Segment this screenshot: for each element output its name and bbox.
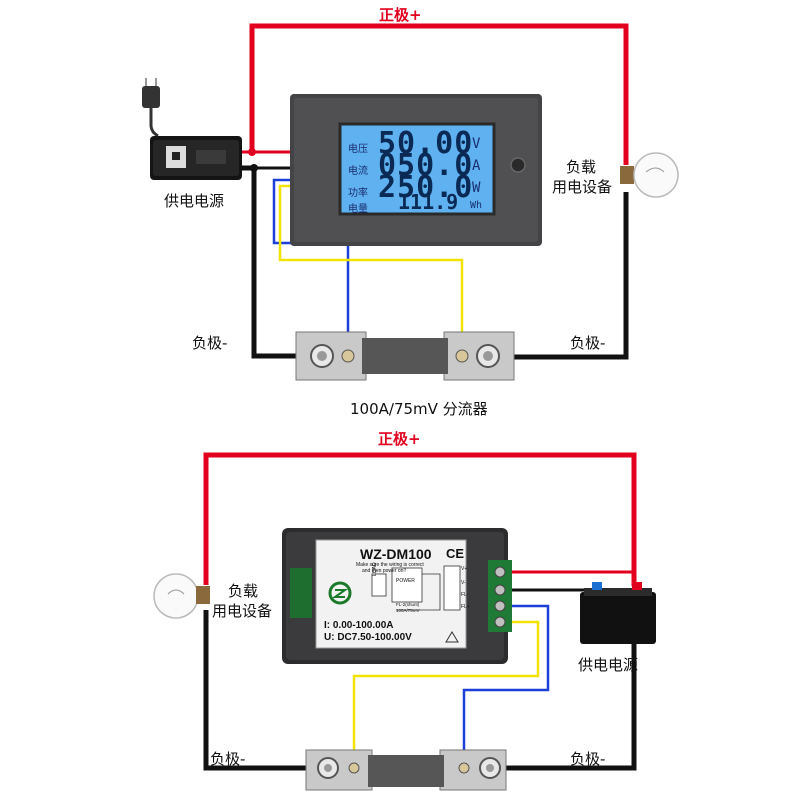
lcd-row-power-name: 功率 [348,188,368,199]
top-bulb [620,152,679,198]
bottom-battery [580,582,656,644]
lcd-row-voltage-name: 电压 [348,144,368,155]
module-model: WZ-DM100 [360,546,432,562]
diagram-shunt-label: FL-2(shunt) [396,602,420,607]
bottom-sense-wire-blue [462,604,550,754]
bottom-module [282,528,512,664]
bottom-shunt [305,749,507,791]
bottom-negative-left-label: 负极- [210,750,246,768]
module-note-line2: and then power on!! [362,568,407,574]
top-power-plug [142,78,160,138]
lcd-row-energy-value: 111.9 [398,190,459,214]
top-negative-wire-right [494,192,629,360]
bottom-power-supply-label: 供电电源 [578,656,639,674]
top-load-label-line2: 用电设备 [552,178,613,196]
top-sense-wire-blue [272,178,350,352]
top-positive-label: 正极+ [379,6,422,24]
lcd-row-current-name: 电流 [348,166,368,177]
bottom-negative-wire-left [203,610,314,771]
bottom-positive-label: 正极+ [378,430,421,448]
spec-voltage: U: DC7.50-100.00V [324,632,412,643]
bottom-negative-right-label: 负极- [570,750,606,768]
bottom-bulb [153,573,210,619]
terminal-label-v-minus: V- [461,580,466,586]
bottom-positive-wire [203,452,637,586]
lcd-row-current-value: 050.0 [378,148,474,183]
bottom-negative-wire-right [498,625,637,771]
diagram-load-label: LOAD [372,562,378,576]
terminal-label-fl-minus: FL- [461,592,469,598]
top-shunt-caption: 100A/75mV 分流器 [350,400,488,418]
lcd-row-voltage-value: 50.00 [378,126,474,161]
top-negative-right-label: 负极- [570,334,606,352]
top-meter [290,94,542,246]
top-sense-wire-yellow [278,184,464,352]
bottom-load-label-line1: 负载 [228,582,259,600]
bottom-sense-wire-yellow [352,620,540,754]
diagram-shunt-rating: 100A/75mV [396,608,420,613]
top-load-label-line1: 负载 [566,158,597,176]
module-note-line1: Make sure the wiring is correct [356,562,424,568]
terminal-label-v-plus: V+ [461,566,468,572]
top-power-supply [150,136,242,180]
spec-current: I: 0.00-100.00A [324,620,394,631]
diagram-power-label: POWER [396,578,415,584]
top-power-supply-label: 供电电源 [164,192,225,210]
lcd-row-voltage-unit: V [472,136,481,152]
top-negative-left-label: 负极- [192,334,228,352]
lcd-row-energy-unit: Wh [470,200,483,211]
terminal-label-fl-plus: FL+ [461,604,470,610]
ce-mark: CE [446,546,465,561]
lcd-row-current-unit: A [472,158,481,174]
lcd-row-energy-name: 电量 [348,204,368,215]
top-negative-wire-left [236,165,306,359]
lcd-row-power-value: 250.0 [378,170,474,205]
top-shunt [295,331,515,381]
lcd-row-power-unit: W [472,180,481,196]
bottom-load-label-line2: 用电设备 [212,602,273,620]
